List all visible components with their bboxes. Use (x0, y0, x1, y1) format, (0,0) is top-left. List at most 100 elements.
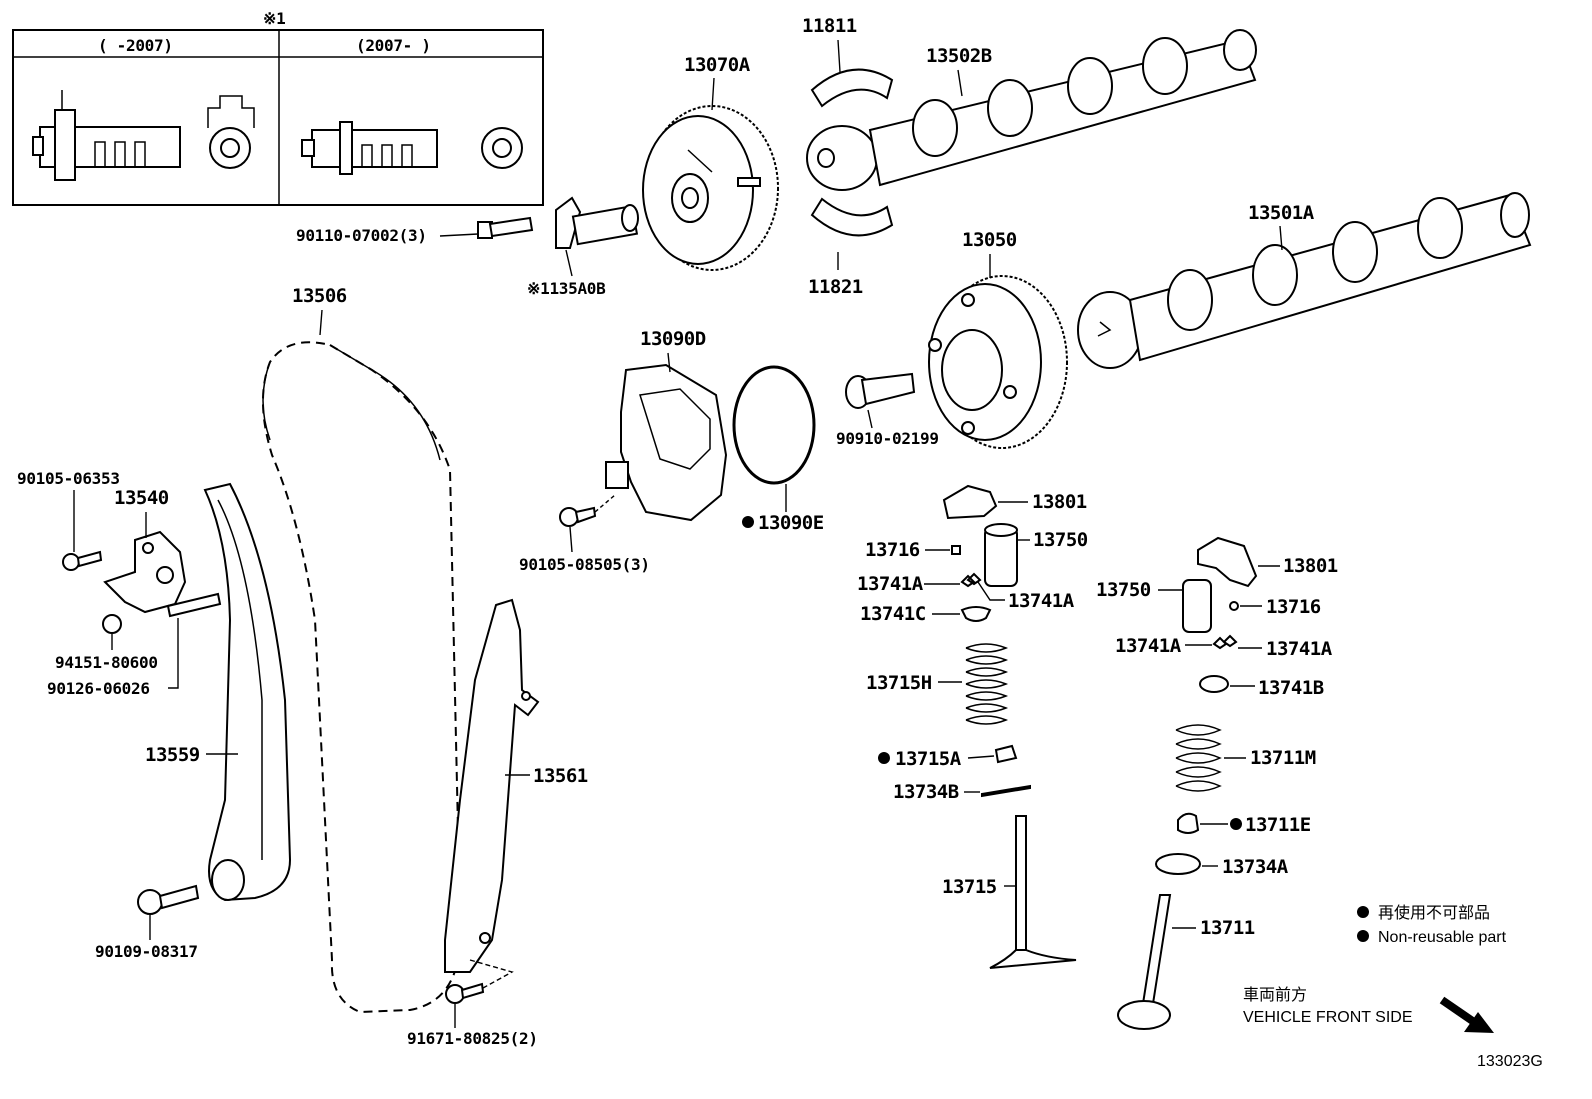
label-13050: 13050 (962, 229, 1017, 251)
label-135a0b: ※1135A0B (527, 279, 606, 298)
gasket-13090e-drawing (732, 365, 816, 485)
valve-spring-13715h-drawing (965, 643, 1009, 725)
label-13090e: 13090E (758, 512, 824, 534)
label-13801a: 13801 (1032, 491, 1087, 513)
camshaft-13502b-drawing (806, 29, 1257, 191)
camshaft-13501a-drawing (1077, 192, 1532, 369)
legend-dot-jp (1357, 906, 1369, 918)
bolt-91671-drawing (445, 982, 485, 1004)
washer-13734a-drawing (1155, 853, 1201, 875)
ocv-new-drawing (301, 121, 523, 175)
inset-col-left: ( -2007) (98, 36, 173, 55)
retainer-13741c-drawing (960, 606, 992, 622)
vvt-gear-13050-drawing (928, 275, 1068, 449)
non-reusable-dot (742, 516, 754, 528)
arrow-down-right-icon (1439, 996, 1494, 1033)
label-90126: 90126-06026 (47, 679, 150, 698)
bolt-90109-drawing (137, 884, 200, 915)
diagram-id: 133023G (1477, 1053, 1543, 1070)
tensioner-13540-drawing (103, 530, 187, 614)
bearing-11811-drawing (810, 68, 894, 108)
label-11821: 11821 (808, 276, 863, 298)
label-90110: 90110-07002(3) (296, 226, 427, 245)
washer-13734b-drawing (981, 784, 1031, 798)
vehicle-front-indicator: 車両前方 VEHICLE FRONT SIDE (1243, 986, 1494, 1033)
label-13741a-b: 13741A (1008, 590, 1075, 612)
cover-13090d-drawing (605, 363, 728, 522)
bolt-90110-drawing (477, 216, 534, 239)
vvt-gear-13070a-drawing (642, 105, 779, 271)
label-13741c: 13741C (860, 603, 926, 625)
rocker-arm-13801b-drawing (1197, 536, 1258, 588)
bolt-90105b-drawing (559, 506, 597, 527)
label-90109: 90109-08317 (95, 942, 198, 961)
valve-spring-13711m-drawing (1175, 724, 1222, 792)
label-13506: 13506 (292, 285, 347, 307)
label-13734a: 13734A (1222, 856, 1289, 878)
lash-adjuster-13750a-drawing (984, 523, 1018, 587)
label-13711e: 13711E (1245, 814, 1311, 836)
lash-adjuster-13750b-drawing (1182, 579, 1212, 633)
bearing-11821-drawing (810, 197, 894, 237)
label-90105b: 90105-08505(3) (519, 555, 650, 574)
label-13741a-c: 13741A (1115, 635, 1182, 657)
stud-90126-drawing (166, 592, 222, 618)
keeper-13741a-drawing (960, 572, 982, 588)
label-13711m: 13711M (1250, 747, 1316, 769)
label-13741b: 13741B (1258, 677, 1324, 699)
direction-en: VEHICLE FRONT SIDE (1243, 1009, 1413, 1026)
keeper-13741a-b-drawing (1212, 634, 1238, 650)
legend: 再使用不可部品 Non-reusable part (1357, 904, 1507, 946)
label-13750b: 13750 (1096, 579, 1151, 601)
cap-13716a-drawing (951, 545, 961, 555)
legend-en: Non-reusable part (1378, 929, 1507, 946)
label-13734b: 13734B (893, 781, 959, 803)
label-13540: 13540 (114, 487, 169, 509)
label-90105a: 90105-06353 (17, 469, 120, 488)
chain-guide-13559-drawing (203, 482, 292, 902)
label-11811: 11811 (802, 15, 857, 37)
direction-jp: 車両前方 (1243, 986, 1307, 1004)
retainer-13741b-drawing (1199, 675, 1229, 693)
valve-seal-13711e-drawing (1177, 812, 1200, 834)
inset-col-right: (2007- ) (356, 36, 431, 55)
label-13561: 13561 (533, 765, 588, 787)
label-13716a: 13716 (865, 539, 920, 561)
ocv-old-drawing (32, 90, 255, 181)
label-90910: 90910-02199 (836, 429, 939, 448)
label-13711: 13711 (1200, 917, 1255, 939)
label-13501a: 13501A (1248, 202, 1315, 224)
label-13741a-a: 13741A (857, 573, 924, 595)
label-94151: 94151-80600 (55, 653, 158, 672)
bolt-90910-drawing (845, 372, 916, 409)
variant-inset: ※1 ( -2007) (2007- ) (12, 9, 544, 206)
non-reusable-dot (878, 752, 890, 764)
label-13716b: 13716 (1266, 596, 1321, 618)
label-13070a: 13070A (684, 54, 751, 76)
ocv-135a0b-drawing (555, 196, 639, 249)
bolt-90105a-drawing (62, 550, 103, 571)
label-13502b: 13502B (926, 45, 992, 67)
chain-guide-13561-drawing (444, 598, 540, 973)
valve-seal-13715a-drawing (994, 744, 1018, 764)
nut-94151-drawing (102, 614, 122, 634)
label-13090d: 13090D (640, 328, 706, 350)
rocker-arm-13801a-drawing (942, 484, 998, 520)
legend-jp: 再使用不可部品 (1378, 904, 1490, 922)
timing-chain-13506-drawing (262, 341, 462, 1014)
label-13715h: 13715H (866, 672, 932, 694)
legend-dot-en (1357, 930, 1369, 942)
label-13750a: 13750 (1033, 529, 1088, 551)
label-13801b: 13801 (1283, 555, 1338, 577)
label-13559: 13559 (145, 744, 200, 766)
inset-note-mark: ※1 (263, 9, 285, 28)
label-91671: 91671-80825(2) (407, 1029, 538, 1048)
valve-13715-drawing (989, 815, 1077, 969)
non-reusable-dot (1230, 818, 1242, 830)
label-13715: 13715 (942, 876, 997, 898)
cap-13716b-drawing (1229, 601, 1239, 611)
label-13715a: 13715A (895, 748, 962, 770)
label-13741a-d: 13741A (1266, 638, 1333, 660)
valve-13711-drawing (1117, 894, 1172, 1030)
